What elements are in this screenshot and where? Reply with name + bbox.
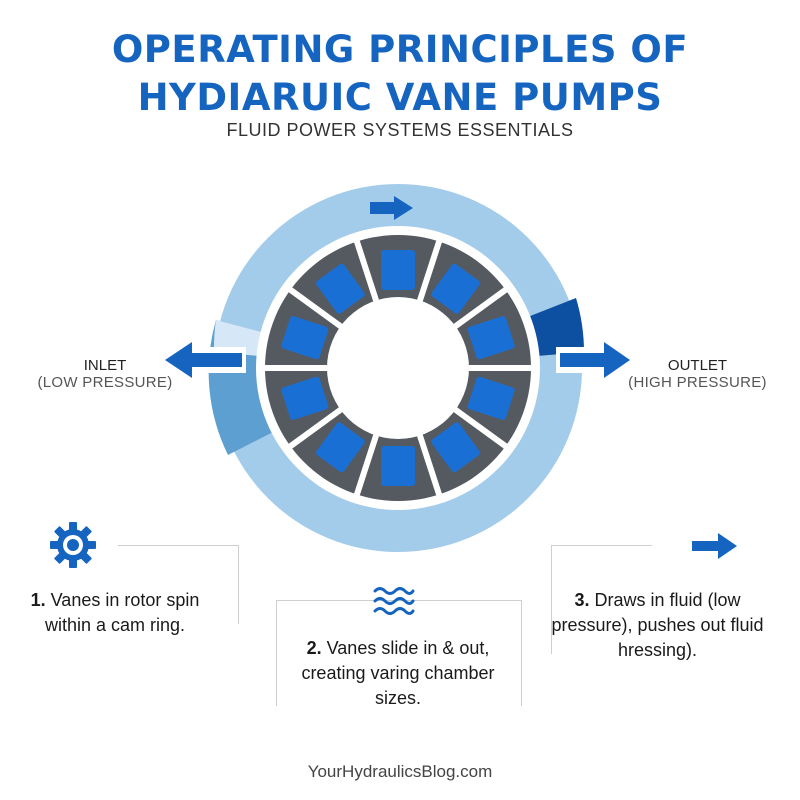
- vane: [281, 376, 329, 420]
- step-1: 1. Vanes in rotor spin within a cam ring…: [26, 588, 204, 638]
- step-2-text: Vanes slide in & out, creating varing ch…: [301, 638, 495, 708]
- arrow-right-icon: [692, 533, 737, 559]
- step-3: 3. Draws in fluid (low pressure), pushes…: [540, 588, 775, 663]
- rotor-spoke: [353, 427, 382, 497]
- step-2: 2. Vanes slide in & out, creating varing…: [278, 636, 518, 711]
- step-1-text: Vanes in rotor spin within a cam ring.: [44, 590, 200, 635]
- page-title: OPERATING PRINCIPLES OF HYDIARUIC VANE P…: [0, 26, 800, 122]
- rotor-spoke: [462, 365, 532, 371]
- inlet-label: INLET (LOW PRESSURE): [30, 357, 180, 391]
- vane-group: [281, 250, 515, 486]
- vane: [381, 250, 415, 290]
- vane: [431, 422, 480, 473]
- vane: [431, 263, 480, 314]
- footer-website[interactable]: YourHydraulicsBlog.com: [307, 762, 493, 781]
- rotor-spoke: [448, 286, 509, 333]
- rotation-arrow-icon: [370, 196, 413, 220]
- rotor-spoke: [287, 403, 348, 450]
- step-2-number: 2.: [306, 638, 322, 658]
- inlet-subtitle: (LOW PRESSURE): [37, 374, 173, 391]
- rotor-spoke: [287, 286, 348, 333]
- rotor-hub: [327, 297, 469, 439]
- waves-icon: [373, 587, 415, 615]
- vane: [316, 422, 365, 473]
- vane: [467, 316, 515, 360]
- gear-icon: [50, 522, 96, 568]
- outlet-arrow-icon: [556, 342, 630, 378]
- step-3-number: 3.: [574, 590, 590, 610]
- inlet-title: INLET: [83, 357, 127, 374]
- outlet-title: OUTLET: [667, 357, 728, 374]
- vane: [316, 263, 365, 314]
- step-1-frame: [118, 545, 239, 624]
- vane: [467, 376, 515, 420]
- vane: [281, 316, 329, 360]
- step-2-frame: [276, 600, 522, 706]
- outlet-subtitle: (HIGH PRESSURE): [628, 374, 767, 391]
- outlet-label: OUTLET (HIGH PRESSURE): [620, 357, 775, 391]
- rotor-spoke: [264, 365, 334, 371]
- vane: [381, 446, 415, 486]
- title-line-1: OPERATING PRINCIPLES OF: [111, 28, 689, 71]
- title-line-2: HYDIARUIC VANE PUMPS: [137, 76, 663, 119]
- rotor-spoke: [353, 239, 382, 309]
- rotor-spoke: [414, 239, 443, 309]
- step-3-text: Draws in fluid (low pressure), pushes ou…: [551, 590, 764, 660]
- page-subtitle: FLUID POWER SYSTEMS ESSENTIALS: [226, 120, 574, 140]
- step-1-number: 1.: [30, 590, 46, 610]
- step-3-frame: [551, 545, 652, 654]
- rotor-spokes: [264, 239, 532, 497]
- inlet-arrow-icon: [165, 342, 246, 378]
- rotor-spoke: [414, 427, 443, 497]
- rotor-spoke: [448, 403, 509, 450]
